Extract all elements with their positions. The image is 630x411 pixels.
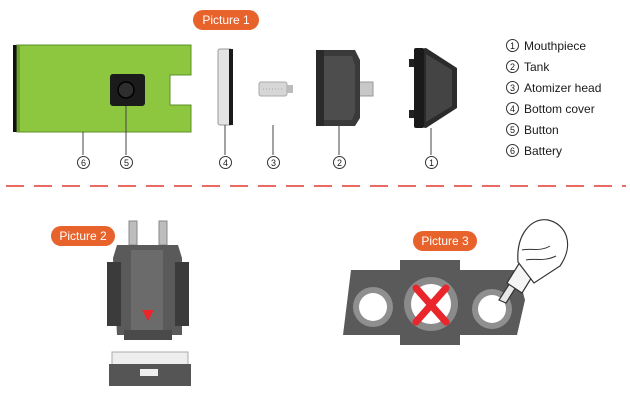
picture3-badge: Picture 3 <box>413 231 477 251</box>
tank-illustration <box>316 50 374 126</box>
cross-icon <box>412 284 450 326</box>
callout-mouthpiece: 1 <box>425 156 438 169</box>
legend-label: Mouthpiece <box>524 38 587 53</box>
callout-atomizer: 3 <box>267 156 280 169</box>
callout-tank: 2 <box>333 156 346 169</box>
picture3-illustration <box>343 219 569 345</box>
legend-number: 6 <box>506 144 519 157</box>
legend-number: 4 <box>506 102 519 115</box>
legend-number: 2 <box>506 60 519 73</box>
legend-label: Battery <box>524 143 563 158</box>
legend-label: Atomizer head <box>524 80 602 95</box>
legend-label: Tank <box>524 59 550 74</box>
picture2-badge: Picture 2 <box>51 226 115 246</box>
callout-bottom-cover: 4 <box>219 156 232 169</box>
bottle-icon <box>498 219 569 304</box>
legend-item: 1 Mouthpiece <box>506 35 601 56</box>
picture1-badge: Picture 1 <box>193 10 259 30</box>
button-illustration <box>110 74 145 106</box>
legend-label: Button <box>524 122 559 137</box>
callout-lines <box>82 106 432 155</box>
legend-item: 3 Atomizer head <box>506 77 601 98</box>
legend-item: 4 Bottom cover <box>506 98 601 119</box>
legend-number: 1 <box>506 39 519 52</box>
callout-battery: 6 <box>77 156 90 169</box>
legend-number: 5 <box>506 123 519 136</box>
parts-legend: 1 Mouthpiece 2 Tank 3 Atomizer head 4 Bottom… <box>506 35 601 161</box>
callout-button: 5 <box>120 156 133 169</box>
battery-illustration <box>13 44 192 133</box>
atomizer-illustration <box>258 81 293 97</box>
legend-number: 3 <box>506 81 519 94</box>
legend-item: 5 Button <box>506 119 601 140</box>
insert-arrow-icon <box>142 310 154 321</box>
bottom-cover-illustration <box>217 48 233 126</box>
legend-item: 2 Tank <box>506 56 601 77</box>
picture2-illustration <box>107 220 191 386</box>
mouthpiece-illustration <box>409 48 457 128</box>
legend-item: 6 Battery <box>506 140 601 161</box>
legend-label: Bottom cover <box>524 101 595 116</box>
